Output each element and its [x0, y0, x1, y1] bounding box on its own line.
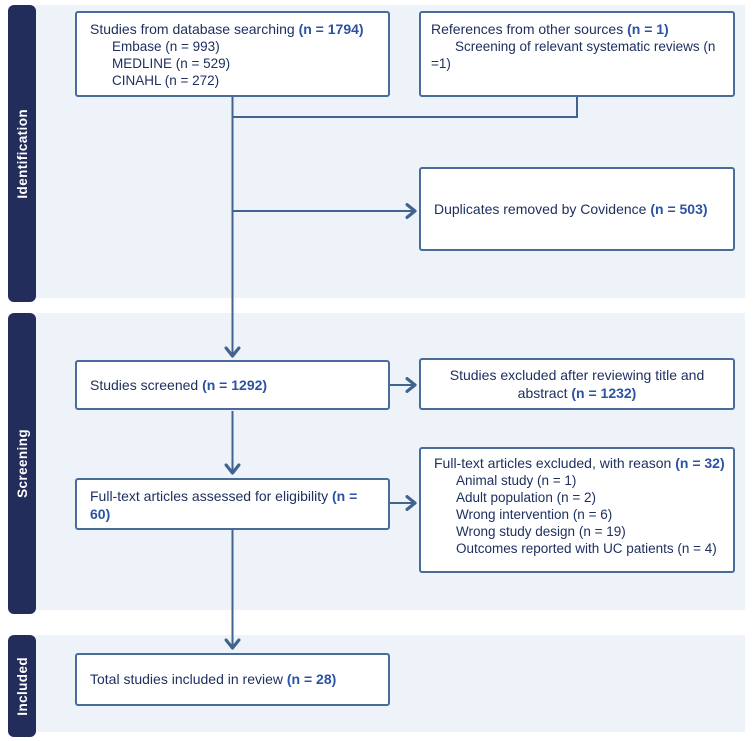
- stage-label-identification: Identification: [14, 108, 30, 199]
- box-duplicates-title: Duplicates removed by Covidence (n = 503…: [434, 200, 708, 217]
- box-database-title: Studies from database searching (n = 179…: [90, 21, 364, 37]
- box-excluded-title-abstract: Studies excluded after reviewing title a…: [419, 358, 735, 410]
- fulltext-excluded-count: (n = 32): [675, 455, 725, 471]
- box-other-sources-title: References from other sources (n = 1): [431, 21, 669, 37]
- box-other-sources: References from other sources (n = 1) Sc…: [419, 11, 735, 97]
- stage-label-screening: Screening: [14, 429, 30, 498]
- box-screened-title: Studies screened (n = 1292): [90, 376, 268, 393]
- screened-count: (n = 1292): [202, 376, 268, 393]
- exclusion-reason-item: Wrong intervention (n = 6): [456, 507, 613, 522]
- box-assessed-title: Full-text articles assessed for eligibil…: [90, 488, 358, 522]
- box-fulltext-excluded-title: Full-text articles excluded, with reason…: [434, 455, 725, 471]
- stage-bar-identification: Identification: [8, 5, 36, 302]
- database-source-item: CINAHL (n = 272): [112, 73, 220, 88]
- box-excluded-abstract-title: Studies excluded after reviewing title a…: [449, 367, 705, 401]
- box-total-included: Total studies included in review (n = 28…: [75, 653, 390, 706]
- box-duplicates-removed: Duplicates removed by Covidence (n = 503…: [419, 167, 735, 251]
- stage-label-included: Included: [14, 656, 30, 716]
- box-total-title: Total studies included in review (n = 28…: [90, 671, 337, 687]
- exclusion-reason-item: Adult population (n = 2): [456, 490, 596, 505]
- other-sources-item: Screening of relevant systematic reviews…: [431, 39, 716, 71]
- box-fulltext-excluded: Full-text articles excluded, with reason…: [419, 447, 735, 573]
- exclusion-reason-item: Animal study (n = 1): [456, 473, 577, 488]
- exclusion-reason-item: Outcomes reported with UC patients (n = …: [456, 541, 717, 556]
- other-sources-count: (n = 1): [627, 21, 669, 37]
- stage-bar-included: Included: [8, 635, 36, 737]
- database-count: (n = 1794): [298, 21, 364, 37]
- stage-bar-screening: Screening: [8, 313, 36, 614]
- box-database-search: Studies from database searching (n = 179…: [75, 11, 390, 97]
- excluded-abstract-count: (n = 1232): [571, 385, 637, 401]
- total-count: (n = 28): [286, 671, 337, 687]
- database-source-item: MEDLINE (n = 529): [112, 56, 231, 71]
- database-source-item: Embase (n = 993): [112, 39, 220, 54]
- assessed-count: (n = 60): [90, 488, 358, 522]
- box-studies-screened: Studies screened (n = 1292): [75, 360, 390, 410]
- exclusion-reason-item: Wrong study design (n = 19): [456, 524, 626, 539]
- duplicates-count: (n = 503): [650, 200, 708, 217]
- box-fulltext-assessed: Full-text articles assessed for eligibil…: [75, 478, 390, 530]
